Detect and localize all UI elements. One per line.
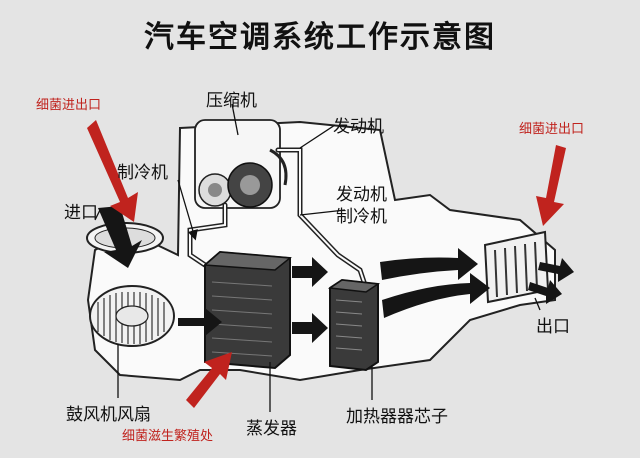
- label-heater-core: 加热器器芯子: [346, 407, 448, 427]
- compressor-shape: [194, 119, 288, 209]
- diagram-title: 汽车空调系统工作示意图: [144, 20, 496, 55]
- label-refrigerant: 制冷机: [117, 163, 168, 183]
- label-bacteria-inlet-right: 细菌进出口: [519, 122, 585, 137]
- label-blower: 鼓风机风扇: [66, 405, 151, 425]
- bacteria-arrows: [87, 120, 566, 408]
- label-outlet: 出口: [536, 317, 570, 337]
- label-bacteria-breeding: 细菌滋生繁殖处: [122, 429, 214, 444]
- heater-core-shape: [327, 278, 381, 372]
- blower-fan-blades: [97, 292, 165, 344]
- airflow-arrows: [98, 206, 574, 343]
- label-engine: 发动机: [333, 117, 384, 137]
- label-engine-refrigerant-2: 制冷机: [336, 207, 387, 227]
- leader-lines: [94, 103, 541, 412]
- label-compressor: 压缩机: [206, 91, 257, 111]
- label-evaporator: 蒸发器: [246, 419, 297, 439]
- label-inlet: 进口: [64, 203, 98, 223]
- label-engine-refrigerant-1: 发动机: [336, 185, 387, 205]
- evaporator-shape: [203, 250, 292, 370]
- label-bacteria-inlet-left: 细菌进出口: [36, 98, 102, 113]
